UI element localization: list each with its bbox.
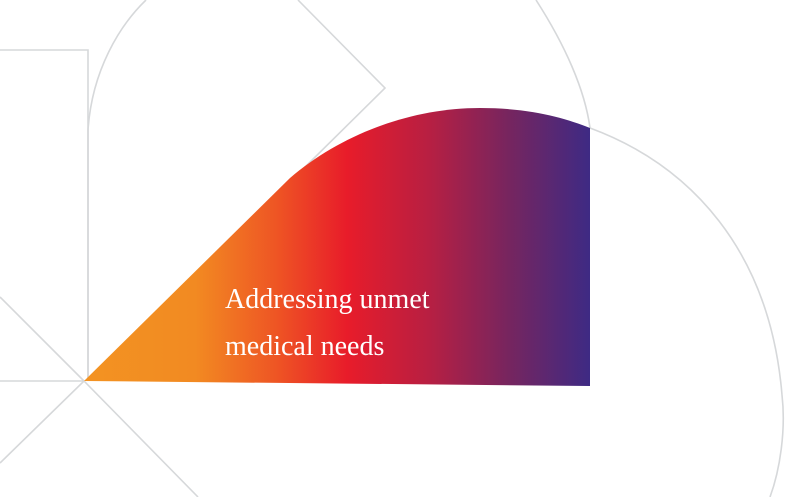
left-rect-outline: [0, 49, 89, 381]
diamond-outline: [297, 0, 387, 173]
headline-line-1: Addressing unmet: [225, 284, 430, 315]
gradient-hero-shape: [84, 108, 590, 386]
diagonal-lower-right: [83, 380, 199, 497]
headline: Addressing unmet medical needs: [225, 276, 430, 370]
right-circle-outline: [589, 127, 785, 497]
diagonal-lower-left: [0, 380, 85, 464]
arch-outline: [87, 0, 147, 381]
diagonal-upper-left: [0, 296, 85, 382]
arch-right-outline: [535, 0, 591, 129]
headline-line-2: medical needs: [225, 331, 385, 362]
